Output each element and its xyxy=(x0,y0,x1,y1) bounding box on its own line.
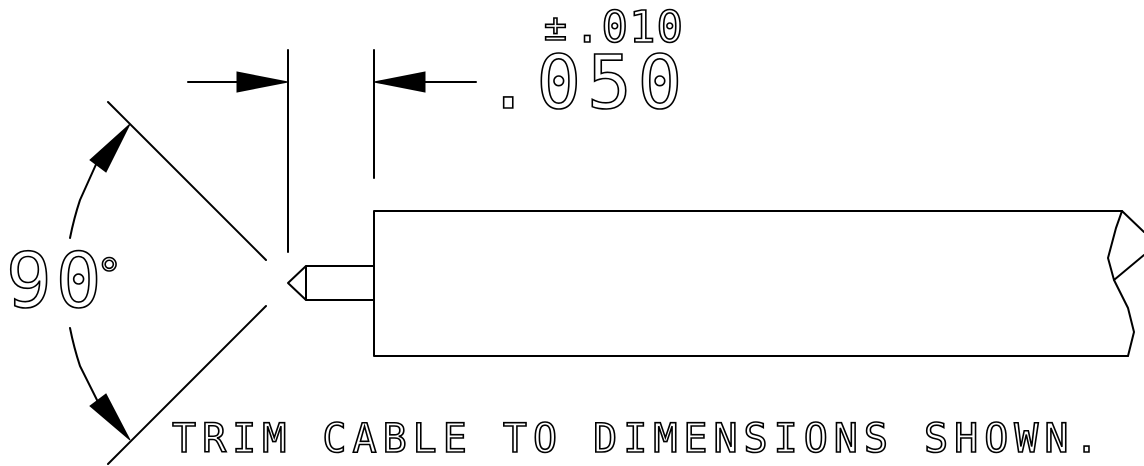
cable-jacket xyxy=(373,210,1144,357)
angle-extension-upper xyxy=(107,101,267,261)
angle-dimension-arc xyxy=(69,123,131,441)
angle-extension-lower xyxy=(107,305,267,465)
angle-value: 90 xyxy=(6,236,106,325)
conductor-tip xyxy=(287,265,375,301)
break-line-inner xyxy=(1113,210,1144,281)
trim-note: TRIM CABLE TO DIMENSIONS SHOWN. xyxy=(172,416,1105,462)
degree-symbol: ° xyxy=(96,250,123,301)
tolerance-sign: ± xyxy=(544,5,567,49)
break-line xyxy=(1107,210,1135,357)
length-dimension-value: .050 xyxy=(486,40,688,126)
tolerance-value: .010 xyxy=(574,2,684,53)
length-dimension-arrows xyxy=(187,71,477,93)
